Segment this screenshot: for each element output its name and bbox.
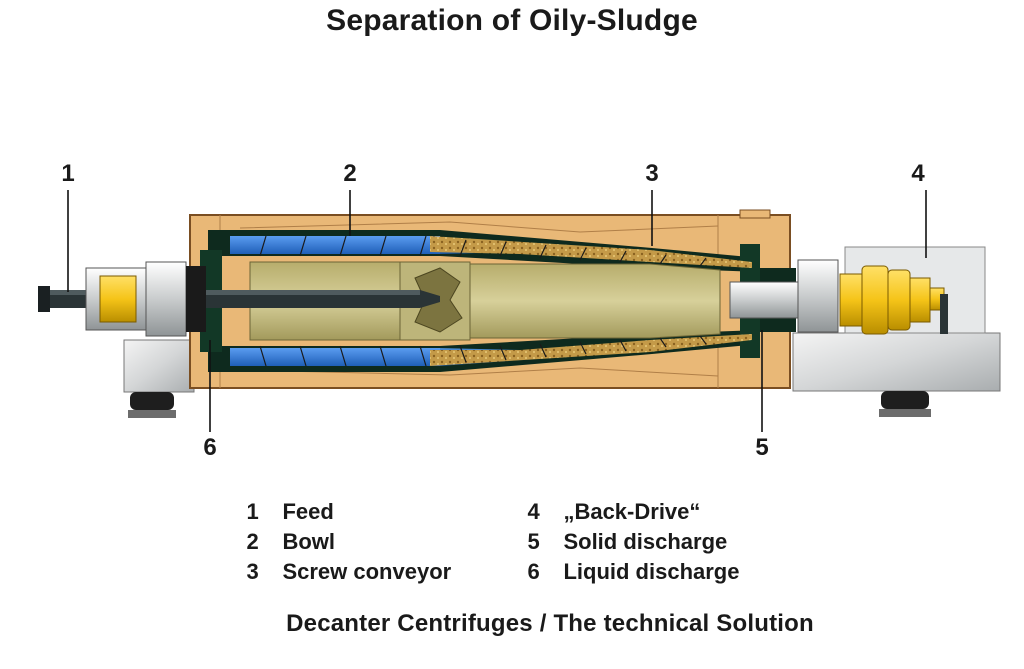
- legend-item: 4 „Back-Drive“: [503, 467, 739, 524]
- legend-label: Screw conveyor: [282, 559, 452, 584]
- legend-item: 2 Bowl: [222, 497, 451, 554]
- back-drive-motor: [839, 265, 948, 335]
- callout-leaders: [67, 190, 927, 432]
- footer-subtitle: Decanter Centrifuges / The technical Sol…: [286, 610, 814, 637]
- left-support-frame: [123, 339, 195, 418]
- legend-label: „Back-Drive“: [563, 499, 701, 524]
- solids-layer: [430, 236, 752, 366]
- legend-item: 1 Feed: [222, 467, 451, 524]
- legend-number: 6: [527, 559, 540, 584]
- left-bearing-assembly: [85, 261, 206, 337]
- legend-label: Feed: [282, 499, 334, 524]
- legend-number: 3: [246, 559, 259, 584]
- callout-3: 3: [645, 160, 659, 187]
- legend-item: 5 Solid discharge: [503, 497, 739, 554]
- legend-label: Liquid discharge: [563, 559, 740, 584]
- legend-item: 3 Screw conveyor: [222, 527, 451, 584]
- legend-label: Bowl: [282, 529, 336, 554]
- legend-number: 2: [246, 529, 259, 554]
- page-title: Separation of Oily-Sludge: [326, 4, 698, 37]
- legend-label: Solid discharge: [563, 529, 728, 554]
- legend-item: 6 Liquid discharge: [503, 527, 739, 584]
- legend-number: 1: [246, 499, 259, 524]
- right-bearing-assembly: [729, 259, 839, 333]
- callout-2: 2: [343, 160, 357, 187]
- right-support-frame: [792, 332, 1001, 417]
- legend-left: 1 Feed 2 Bowl 3 Screw conveyor: [222, 467, 451, 584]
- legend-number: 5: [527, 529, 540, 554]
- callout-5: 5: [755, 434, 769, 461]
- callout-6: 6: [203, 434, 217, 461]
- callout-4: 4: [911, 160, 925, 187]
- callout-1: 1: [61, 160, 75, 187]
- legend-number: 4: [527, 499, 540, 524]
- legend-right: 4 „Back-Drive“ 5 Solid discharge 6 Liquid d…: [503, 467, 739, 584]
